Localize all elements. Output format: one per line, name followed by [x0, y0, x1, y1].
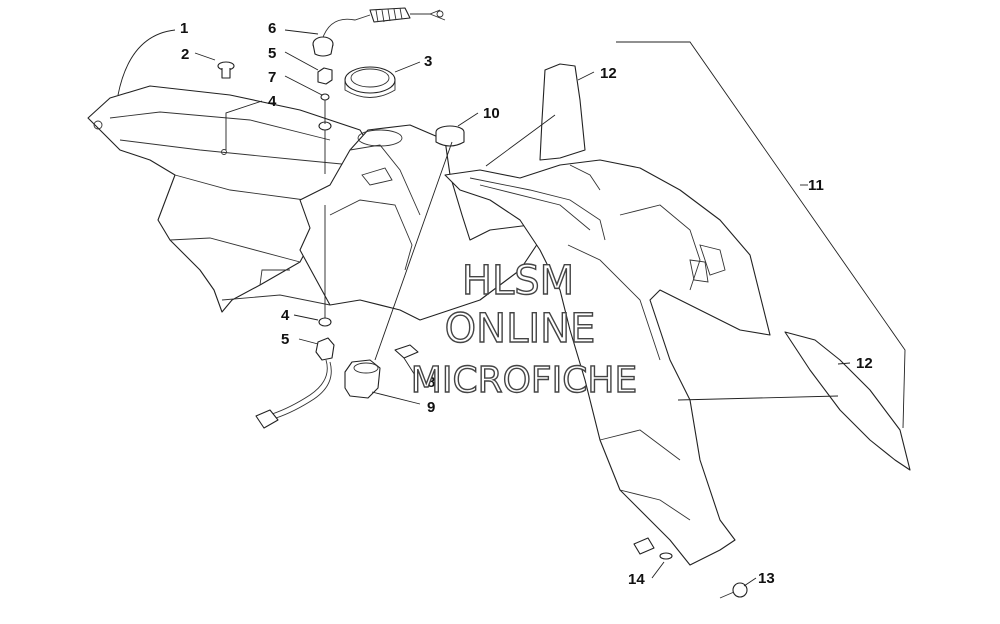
- callout-4-upper: 4: [268, 93, 277, 110]
- decal-lower: [784, 331, 911, 471]
- callout-10: 10: [483, 105, 500, 122]
- tether-spring: [312, 7, 446, 57]
- grommet-cap: [435, 125, 465, 147]
- decal-upper: [539, 63, 586, 161]
- callout-4-lower: 4: [281, 307, 290, 324]
- callout-6: 6: [268, 20, 276, 37]
- callout-5-upper: 5: [268, 45, 276, 62]
- clip-14: [633, 537, 673, 560]
- fastener-13: [719, 582, 748, 599]
- nut-upper: [317, 67, 333, 85]
- switch-module: [344, 359, 381, 399]
- switch-cable: [255, 337, 335, 429]
- watermark-line-1: HLSM: [462, 258, 574, 304]
- callout-11: 11: [808, 177, 824, 194]
- callout-12-upper: 12: [600, 65, 617, 82]
- watermark: HLSM ONLINE MICROFICHE: [410, 257, 638, 401]
- callout-8: 8: [427, 374, 435, 391]
- callout-7: 7: [268, 69, 276, 86]
- leader-lines: [117, 29, 906, 587]
- callout-2: 2: [181, 46, 189, 63]
- fender-left-panel: [87, 85, 373, 313]
- washer-7: [320, 93, 330, 101]
- callout-12-lower: 12: [856, 355, 873, 372]
- callout-14: 14: [628, 571, 645, 588]
- callout-5-lower: 5: [281, 331, 289, 348]
- watermark-line-3: MICROFICHE: [411, 360, 637, 401]
- callout-1: 1: [180, 20, 188, 37]
- callout-3: 3: [424, 53, 432, 70]
- right-side-panel: [444, 159, 771, 566]
- screw: [217, 61, 235, 79]
- bracket: [394, 344, 419, 359]
- callout-13: 13: [758, 570, 775, 587]
- center-tank-cover: [221, 124, 541, 321]
- fuel-cap-ring: [344, 66, 396, 98]
- callout-9: 9: [427, 399, 435, 416]
- washer-4-lower: [318, 317, 332, 327]
- callout-numbers: 1 2 3 4 4 5 5 6 7 8 9 10 11 12 12 13 14: [180, 20, 873, 588]
- watermark-line-2: ONLINE: [445, 306, 596, 352]
